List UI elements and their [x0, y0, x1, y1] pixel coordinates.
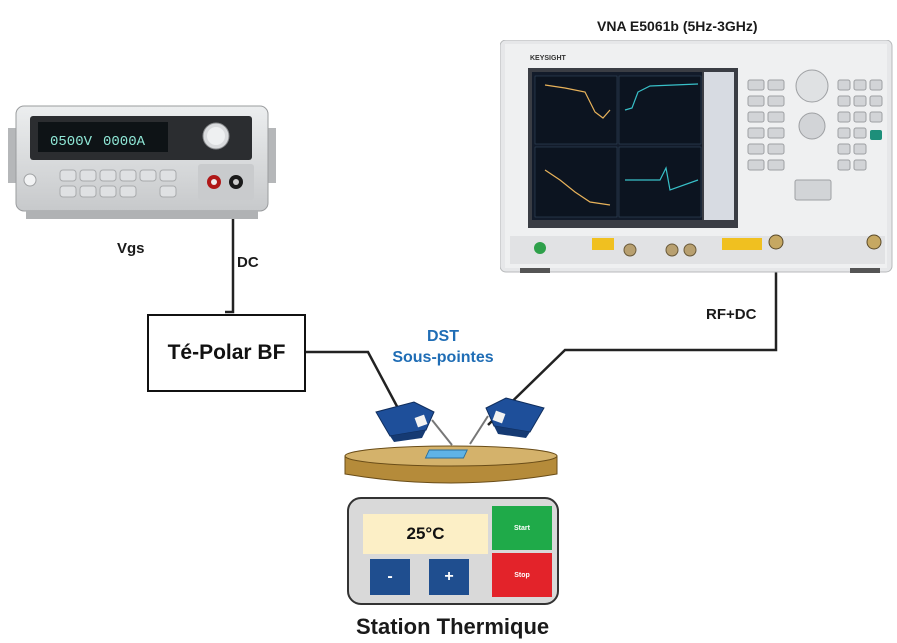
- dc-wire: [225, 188, 235, 314]
- thermal-chuck: [344, 445, 558, 484]
- bias-tee-label: Té-Polar BF: [167, 341, 286, 364]
- station-title-label: Station Thermique: [356, 614, 550, 639]
- vna-title-label: VNA E5061b (5Hz-3GHz): [597, 18, 758, 34]
- dst-line-1: DST: [427, 328, 459, 345]
- vgs-label: Vgs: [117, 240, 145, 257]
- dc-power-supply: 0500V 0000A: [8, 105, 276, 219]
- dst-line-2: Sous-pointes: [392, 349, 494, 366]
- stop-button[interactable]: Stop: [492, 553, 552, 597]
- vna-port-2: [866, 234, 882, 250]
- vna-brand-logo: KEYSIGHT: [530, 55, 567, 62]
- vna-port-1: [768, 234, 784, 250]
- temperature-display: 25°C: [363, 514, 488, 554]
- vna-instrument: KEYSIGHT: [500, 40, 893, 273]
- start-button[interactable]: Start: [492, 506, 552, 550]
- dst-label: DST Sous-pointes: [378, 326, 508, 368]
- tee-to-probe-wire: [306, 350, 402, 413]
- increase-temperature-button[interactable]: +: [429, 559, 469, 595]
- device-under-test: [424, 449, 468, 459]
- thermal-control-panel: 25°C Start Stop - +: [347, 497, 559, 605]
- rf-dc-label: RF+DC: [706, 306, 757, 323]
- bias-tee-box: Té-Polar BF: [147, 314, 306, 392]
- right-probe: [469, 397, 545, 445]
- decrease-temperature-button[interactable]: -: [370, 559, 410, 595]
- dc-label: DC: [237, 254, 259, 271]
- ps-voltage-readout: 0500V: [50, 134, 93, 150]
- ps-current-readout: 0000A: [103, 134, 146, 150]
- rf-dc-wire: [487, 240, 778, 426]
- left-probe: [375, 401, 453, 446]
